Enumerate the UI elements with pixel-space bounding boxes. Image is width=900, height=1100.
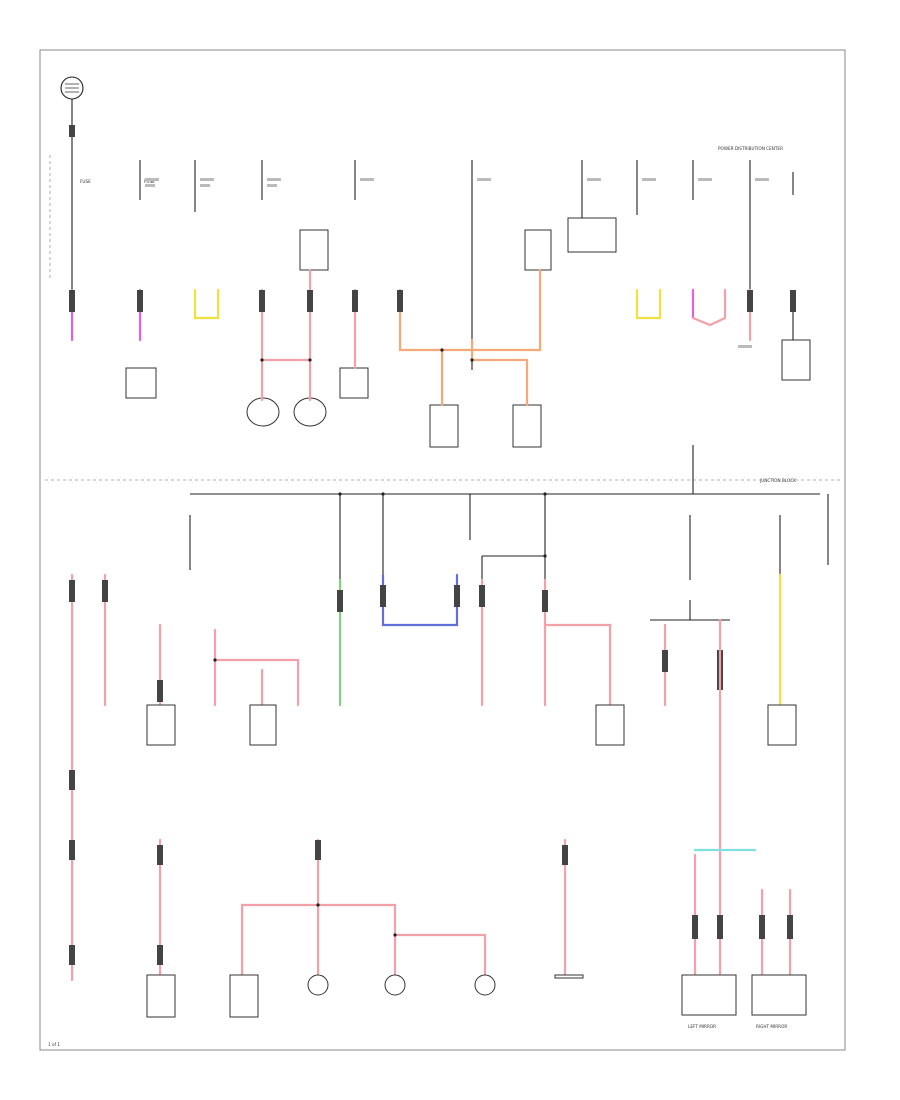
middle-connectors	[69, 580, 723, 702]
top-fuse-lines	[139, 160, 794, 370]
bottom-wires	[158, 838, 792, 977]
footer-mark: 1 of 1	[48, 1042, 60, 1047]
middle-wires	[70, 573, 782, 982]
top-components	[125, 217, 811, 448]
fuse-labels-top	[145, 178, 769, 187]
bottom-connectors	[69, 770, 793, 965]
section-divider-label: JUNCTION BLOCK	[759, 478, 796, 483]
fuse-label-2: FUSE	[144, 179, 155, 184]
middle-fuse-lines	[189, 494, 829, 580]
right-mirror-label: RIGHT MIRROR	[756, 1024, 787, 1029]
top-wires	[70, 268, 794, 407]
battery-symbol	[60, 76, 84, 100]
header-label: POWER DISTRIBUTION CENTER	[718, 146, 783, 151]
diagram-frame	[39, 49, 846, 1051]
top-connectors	[69, 290, 796, 312]
left-mirror-label: LEFT MIRROR	[688, 1024, 716, 1029]
middle-components	[146, 704, 797, 746]
fuse-label-1: FUSE	[80, 179, 91, 184]
junction-nodes	[213, 348, 547, 937]
bottom-components	[146, 974, 807, 1018]
